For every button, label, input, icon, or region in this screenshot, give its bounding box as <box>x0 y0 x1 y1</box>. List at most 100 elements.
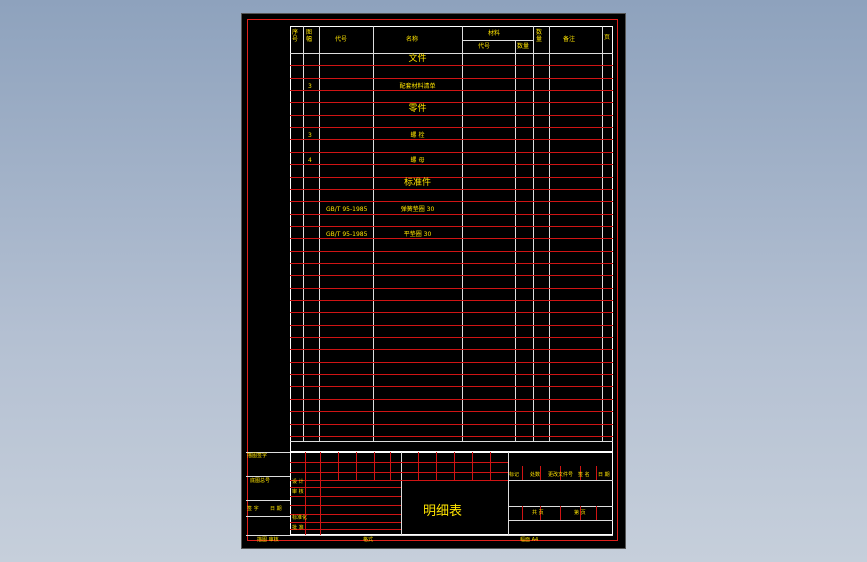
row-line <box>290 399 613 400</box>
grid-line <box>560 466 561 480</box>
row-line <box>290 374 613 375</box>
col-line <box>515 40 516 442</box>
row-line <box>290 90 613 91</box>
row-line <box>290 386 613 387</box>
row-line <box>290 102 613 103</box>
left-strip-line <box>246 452 290 453</box>
col-line <box>462 26 463 442</box>
tb-col <box>508 452 509 535</box>
grid-line <box>305 480 306 535</box>
item-code: GB/T 95-1985 <box>326 206 368 214</box>
grid-line <box>580 466 581 480</box>
col-line <box>303 26 304 442</box>
grid-line <box>374 452 375 480</box>
grid-line <box>540 466 541 480</box>
item-name: 弹簧垫圈 30 <box>400 206 435 214</box>
rev-date: 日 期 <box>598 472 610 478</box>
tb-row <box>508 480 613 481</box>
grid-line <box>290 522 401 523</box>
header-divider <box>462 40 533 41</box>
row-line <box>290 226 613 227</box>
row-line <box>290 65 613 66</box>
drawing-name: 明细表 <box>423 504 463 519</box>
grid-line <box>596 466 597 480</box>
rev-doc: 更改文件号 <box>548 472 574 478</box>
grid-line <box>290 496 401 497</box>
row-line <box>290 263 613 264</box>
role-approve: 批 准 <box>292 525 304 531</box>
bottom-left-text: 描图 审核 <box>257 537 279 543</box>
left-strip-line <box>246 500 290 501</box>
parts-list-table <box>290 26 613 452</box>
rev-mark: 标记 <box>509 472 520 478</box>
left-label-base: 底图总号 <box>250 478 271 484</box>
item-name: 配套材料清单 <box>399 82 436 90</box>
grid-line <box>522 506 523 520</box>
col-line <box>373 26 374 442</box>
header-mat: 材料 <box>488 30 501 37</box>
grid-line <box>560 506 561 520</box>
col-line <box>533 26 534 442</box>
row-line <box>290 288 613 289</box>
row-line <box>290 78 613 79</box>
grid-line <box>290 480 508 481</box>
row-line <box>290 337 613 338</box>
tb-row <box>246 535 613 536</box>
rev-sign: 签 名 <box>578 472 590 478</box>
row-line <box>290 411 613 412</box>
col-line <box>319 26 320 442</box>
grid-line <box>320 452 321 480</box>
grid-line <box>596 506 597 520</box>
role-design: 设 计 <box>292 479 304 485</box>
row-line <box>290 127 613 128</box>
sheet-total: 共 页 <box>532 510 544 516</box>
header-note: 备注 <box>563 36 576 43</box>
role-std: 标准化 <box>292 515 308 521</box>
row-line <box>290 238 613 239</box>
grid-line <box>320 480 321 535</box>
grid-line <box>305 452 306 480</box>
left-label-sig: 签 字 <box>247 506 259 512</box>
grid-line <box>522 466 523 480</box>
role-review: 审 核 <box>292 489 304 495</box>
left-strip-line <box>246 476 290 477</box>
grid-line <box>540 506 541 520</box>
item-seq: 3 <box>308 132 312 140</box>
row-line <box>290 177 613 178</box>
row-line <box>290 436 613 437</box>
item-seq: 4 <box>308 156 312 164</box>
row-line <box>290 251 613 252</box>
header-sub-code: 代号 <box>478 43 491 50</box>
section-title: 标准件 <box>403 177 431 188</box>
header-bottom <box>290 53 613 54</box>
row-line <box>290 275 613 276</box>
row-line <box>290 312 613 313</box>
tb-col <box>401 452 402 535</box>
row-line <box>290 164 613 165</box>
section-title: 零件 <box>408 103 427 114</box>
grid-line <box>290 529 401 530</box>
header-sub-qty: 数量 <box>517 43 530 50</box>
grid-line <box>472 452 473 480</box>
grid-line <box>490 452 491 480</box>
header-page: 页 <box>604 34 611 41</box>
bottom-right-text: 幅面 A4 <box>520 537 539 543</box>
row-line <box>290 424 613 425</box>
grid-line <box>390 452 391 480</box>
grid-line <box>290 505 401 506</box>
item-seq: 3 <box>308 82 312 90</box>
title-block <box>290 452 613 535</box>
rev-count: 处数 <box>530 472 541 478</box>
col-line <box>549 26 550 442</box>
grid-line <box>290 472 508 473</box>
header-seq: 序号 <box>292 29 299 43</box>
row-line <box>290 325 613 326</box>
row-line <box>290 349 613 350</box>
grid-line <box>418 452 419 480</box>
item-name: 平垫圈 30 <box>403 231 432 239</box>
col-line <box>602 26 603 442</box>
row-line <box>290 152 613 153</box>
row-line <box>290 139 613 140</box>
row-line <box>290 189 613 190</box>
row-line <box>290 214 613 215</box>
